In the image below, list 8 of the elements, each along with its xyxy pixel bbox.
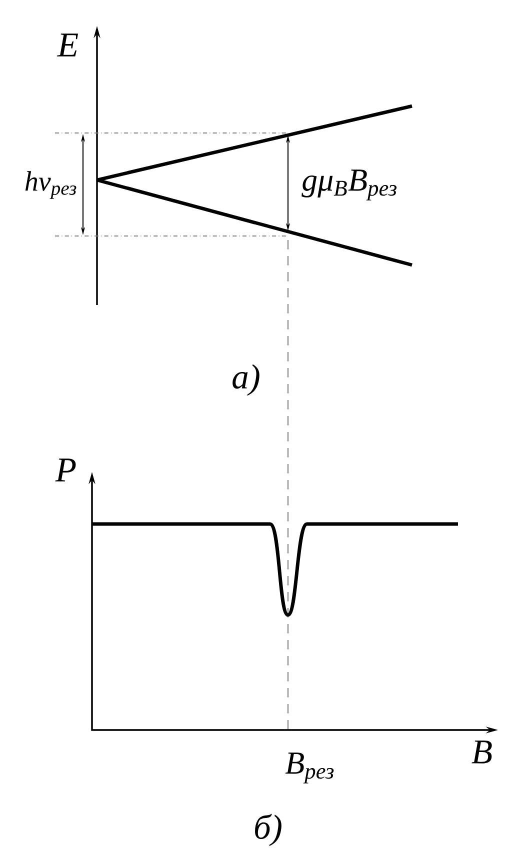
splitting-label: gμ$_{B}$B$_{рез}$	[302, 170, 397, 200]
energy-gap-label: hν$_{рез}$	[25, 171, 76, 199]
panel-label: а)	[232, 364, 260, 396]
axis-label: B	[472, 740, 492, 764]
axis-label: B$_{рез}$	[285, 752, 334, 784]
axis-label: P	[55, 458, 76, 482]
axis-label: E	[57, 34, 78, 56]
panel-label: б)	[255, 814, 282, 846]
